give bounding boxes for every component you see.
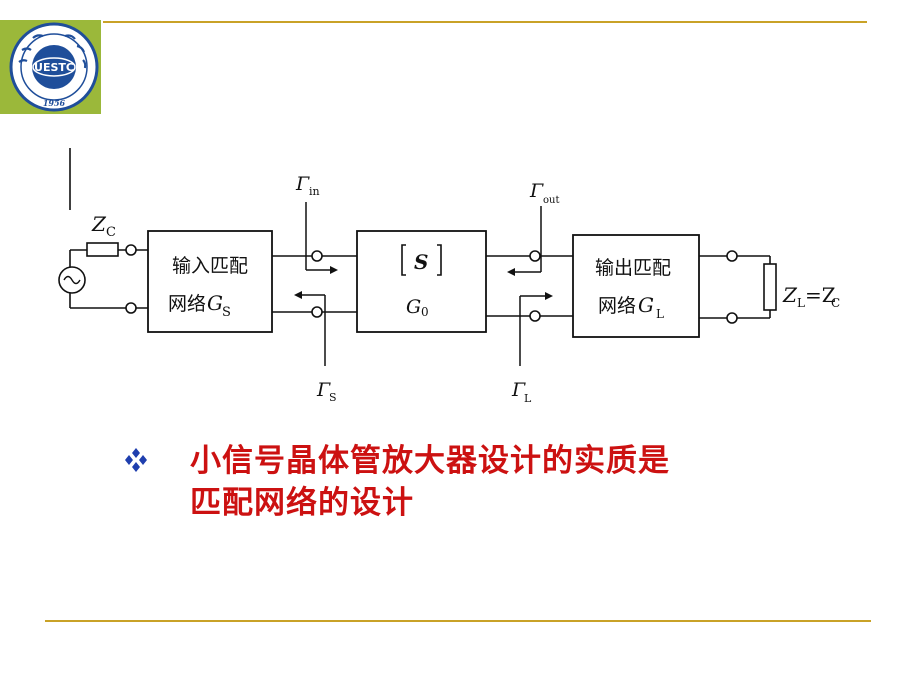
- transistor-symbol: G: [406, 296, 421, 318]
- output-network-symbol: G: [638, 293, 654, 317]
- bullet-text: 小信号晶体管放大器设计的实质是 匹配网络的设计: [190, 440, 790, 524]
- transistor-block: [356, 230, 487, 333]
- output-network-line2: 网络: [598, 295, 636, 317]
- output-network-subscript: L: [656, 307, 664, 321]
- footer-rule: [45, 620, 871, 622]
- gamma-l-subscript: L: [524, 392, 532, 405]
- input-network-line1: 输入匹配: [172, 255, 248, 277]
- load-impedance-equals: =Z: [805, 283, 836, 307]
- transistor-matrix-symbol: S: [414, 250, 428, 274]
- gamma-s-symbol: Γ: [316, 379, 331, 401]
- gamma-in-subscript: in: [309, 185, 320, 198]
- input-network-line2: 网络: [168, 293, 206, 315]
- load-impedance-symbol: Z: [782, 283, 798, 307]
- load-impedance-subscript2: C: [831, 296, 840, 310]
- university-logo-icon: UESTC 1956: [9, 22, 99, 112]
- gamma-s-subscript: S: [329, 391, 337, 404]
- input-network-symbol: G: [207, 291, 223, 315]
- header-rule: [103, 21, 867, 23]
- load-impedance-subscript: L: [797, 296, 805, 310]
- gamma-l-symbol: Γ: [511, 379, 526, 401]
- input-matching-network: [147, 230, 273, 333]
- logo-year: 1956: [43, 98, 66, 108]
- diamond-bullet-icon: [125, 448, 147, 472]
- load-resistor: [763, 263, 777, 311]
- logo-text: UESTC: [34, 61, 74, 74]
- output-matching-network: [572, 234, 700, 338]
- bullet-text-line2: 匹配网络的设计: [190, 485, 414, 521]
- gamma-out-subscript: out: [543, 195, 559, 206]
- matrix-brackets: [401, 244, 442, 276]
- input-network-subscript: S: [222, 305, 231, 320]
- gamma-in-symbol: Γ: [295, 173, 310, 195]
- transistor-subscript: 0: [421, 305, 429, 319]
- gamma-out-symbol: Γ: [529, 180, 544, 202]
- output-network-line1: 输出匹配: [595, 257, 671, 279]
- logo-calligraphy: [18, 34, 87, 69]
- source-impedance-subscript: C: [106, 225, 116, 240]
- bullet-text-line1: 小信号晶体管放大器设计的实质是: [190, 443, 670, 479]
- source-resistor: [86, 242, 119, 257]
- source-impedance-symbol: Z: [91, 212, 107, 236]
